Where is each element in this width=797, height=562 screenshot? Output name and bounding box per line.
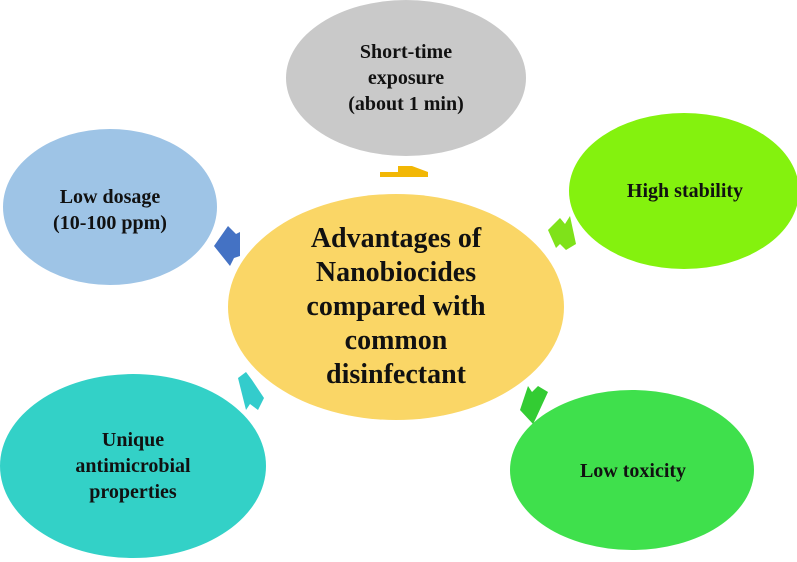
node-bottom-right-ellipse bbox=[510, 390, 754, 550]
arrow-up-left-icon bbox=[214, 226, 240, 266]
node-left-label: Low dosage (10-100 ppm) bbox=[53, 186, 167, 234]
node-bottom-right-label: Low toxicity bbox=[579, 460, 687, 482]
node-left-ellipse bbox=[3, 129, 217, 285]
arrow-down-left-icon bbox=[238, 372, 264, 410]
arrow-up-right-icon bbox=[548, 216, 576, 250]
node-bottom-left-ellipse bbox=[0, 374, 266, 558]
center-ellipse bbox=[228, 194, 564, 420]
arrow-down-right-icon bbox=[520, 386, 548, 424]
center-label: Advantages of Nanobiocides compared with… bbox=[306, 223, 486, 390]
node-top-ellipse bbox=[286, 0, 526, 156]
arrow-up-icon bbox=[380, 166, 428, 177]
node-right-ellipse bbox=[569, 113, 797, 269]
node-right-label: High stability bbox=[626, 180, 744, 202]
node-bottom-left-label: Unique antimicrobial properties bbox=[75, 429, 191, 503]
node-top-label: Short-time exposure (about 1 min) bbox=[348, 41, 464, 115]
